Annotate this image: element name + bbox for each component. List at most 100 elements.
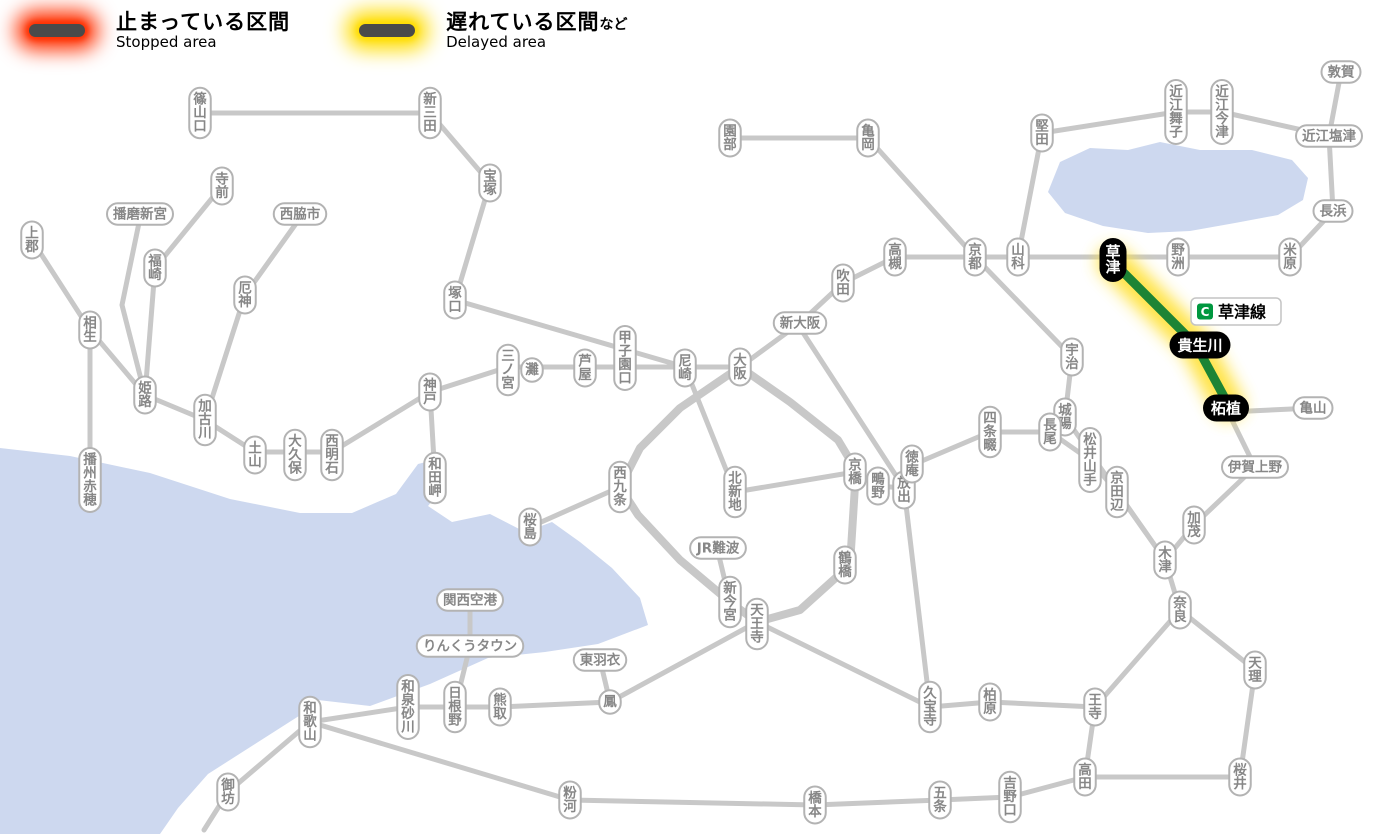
osaka-bay bbox=[0, 448, 648, 834]
station-name: 堅田 bbox=[1035, 118, 1049, 148]
station-name: 貴生川 bbox=[1177, 336, 1222, 354]
station-highlight-貴生川: 貴生川 bbox=[1169, 331, 1231, 359]
station-pill bbox=[78, 310, 102, 350]
station-name: 上郡 bbox=[24, 225, 39, 255]
delayed-line-bar-icon bbox=[359, 23, 416, 37]
station-pill bbox=[928, 780, 952, 820]
station-亀山: 亀山 bbox=[1292, 396, 1334, 420]
station-和田岬: 和田岬 bbox=[423, 451, 447, 505]
station-name: 三ノ宮 bbox=[501, 349, 515, 392]
station-pill bbox=[918, 680, 942, 734]
station-福崎: 福崎 bbox=[143, 248, 167, 288]
station-徳庵: 徳庵 bbox=[900, 444, 924, 484]
rail-line-sakurajima-line bbox=[527, 484, 623, 530]
station-pill bbox=[963, 237, 987, 277]
station-近江舞子: 近江舞子 bbox=[1164, 79, 1188, 145]
station-野洲: 野洲 bbox=[1166, 237, 1190, 277]
station-pill bbox=[396, 674, 420, 740]
station-pill bbox=[188, 86, 212, 140]
station-name: 福崎 bbox=[147, 252, 162, 283]
rail-line-kakogawa-line bbox=[202, 215, 303, 423]
station-pill bbox=[1164, 79, 1188, 145]
station-和泉砂川: 和泉砂川 bbox=[396, 674, 420, 740]
station-北新地: 北新地 bbox=[723, 465, 747, 519]
station-name: 神戸 bbox=[423, 376, 437, 407]
rail-line-yamatoji-kansai bbox=[754, 405, 1316, 710]
rail-line-wakayama-line bbox=[307, 704, 1098, 808]
station-name: 京都 bbox=[967, 241, 982, 271]
station-熊取: 熊取 bbox=[488, 687, 512, 727]
lake-biwa bbox=[1048, 142, 1308, 233]
station-pill bbox=[728, 347, 752, 387]
station-pill bbox=[1228, 757, 1252, 797]
station-pill bbox=[856, 118, 880, 158]
station-name: 長尾 bbox=[1043, 417, 1057, 447]
station-新今宮: 新今宮 bbox=[718, 575, 742, 629]
station-name: 近江今津 bbox=[1215, 83, 1229, 141]
station-桜島: 桜島 bbox=[518, 507, 542, 547]
station-pill bbox=[572, 648, 628, 672]
station-pill bbox=[143, 248, 167, 288]
stopped-line-bar-icon bbox=[29, 23, 85, 37]
line-name-label: 草津線 bbox=[1218, 303, 1266, 322]
station-name: 関西空港 bbox=[443, 592, 497, 609]
station-pill bbox=[978, 682, 1002, 722]
legend-item-delayed: 遅れている区間など Delayed area bbox=[350, 8, 627, 52]
station-大久保: 大久保 bbox=[283, 428, 307, 482]
station-新大阪: 新大阪 bbox=[772, 311, 828, 335]
station-橋本: 橋本 bbox=[803, 785, 827, 825]
station-pill bbox=[1083, 687, 1107, 727]
station-name: 東羽衣 bbox=[580, 652, 621, 669]
station-pill bbox=[1030, 113, 1054, 153]
station-pill bbox=[1060, 337, 1084, 377]
station-鳳: 鳳 bbox=[598, 689, 622, 715]
station-米原: 米原 bbox=[1278, 237, 1302, 277]
station-name: 灘 bbox=[525, 361, 539, 378]
station-pill bbox=[573, 348, 597, 388]
station-name: JR難波 bbox=[696, 540, 740, 557]
station-塚口: 塚口 bbox=[443, 280, 467, 320]
station-pill bbox=[210, 166, 234, 206]
station-pill bbox=[1210, 79, 1234, 145]
station-京田辺: 京田辺 bbox=[1105, 465, 1129, 519]
station-pill bbox=[298, 695, 322, 749]
station-pill bbox=[1292, 396, 1334, 420]
station-name: 奈良 bbox=[1172, 594, 1187, 625]
station-JR難波: JR難波 bbox=[689, 536, 747, 560]
station-name: 播磨新宮 bbox=[113, 206, 167, 223]
station-name: 鶴橋 bbox=[838, 549, 852, 580]
station-pill bbox=[488, 687, 512, 727]
station-name: 五条 bbox=[932, 785, 947, 815]
station-りんくうタウン: りんくうタウン bbox=[415, 634, 525, 658]
station-pill bbox=[745, 597, 769, 651]
station-name: 相生 bbox=[83, 314, 97, 345]
station-name: 厄神 bbox=[238, 280, 252, 310]
delayed-area-icon bbox=[350, 8, 424, 52]
station-pill bbox=[1169, 331, 1231, 359]
station-pill bbox=[598, 689, 622, 715]
station-name: 敦賀 bbox=[1328, 64, 1356, 81]
station-name: 亀山 bbox=[1300, 400, 1327, 417]
station-name: 天理 bbox=[1248, 655, 1262, 685]
station-pill bbox=[1038, 412, 1062, 452]
station-播州赤穂: 播州赤穂 bbox=[78, 447, 102, 513]
station-pill bbox=[558, 780, 582, 820]
legend-stopped-sublabel: Stopped area bbox=[116, 32, 217, 51]
legend-delayed-label: 遅れている区間など bbox=[446, 9, 628, 34]
station-name: 宇治 bbox=[1065, 341, 1079, 372]
station-御坊: 御坊 bbox=[216, 772, 240, 812]
station-name: 高槻 bbox=[888, 241, 902, 271]
station-pill bbox=[613, 325, 637, 391]
badge-background bbox=[1190, 297, 1282, 326]
station-name: 大久保 bbox=[287, 433, 302, 477]
station-name: 和泉砂川 bbox=[400, 679, 415, 736]
station-name: 鴫野 bbox=[871, 470, 885, 501]
station-pill bbox=[1221, 455, 1289, 479]
station-粉河: 粉河 bbox=[558, 780, 582, 820]
station-name: 姫路 bbox=[138, 379, 152, 410]
station-大阪: 大阪 bbox=[728, 347, 752, 387]
station-pill bbox=[1166, 237, 1190, 277]
station-pill bbox=[423, 451, 447, 505]
station-pill bbox=[1006, 237, 1030, 277]
